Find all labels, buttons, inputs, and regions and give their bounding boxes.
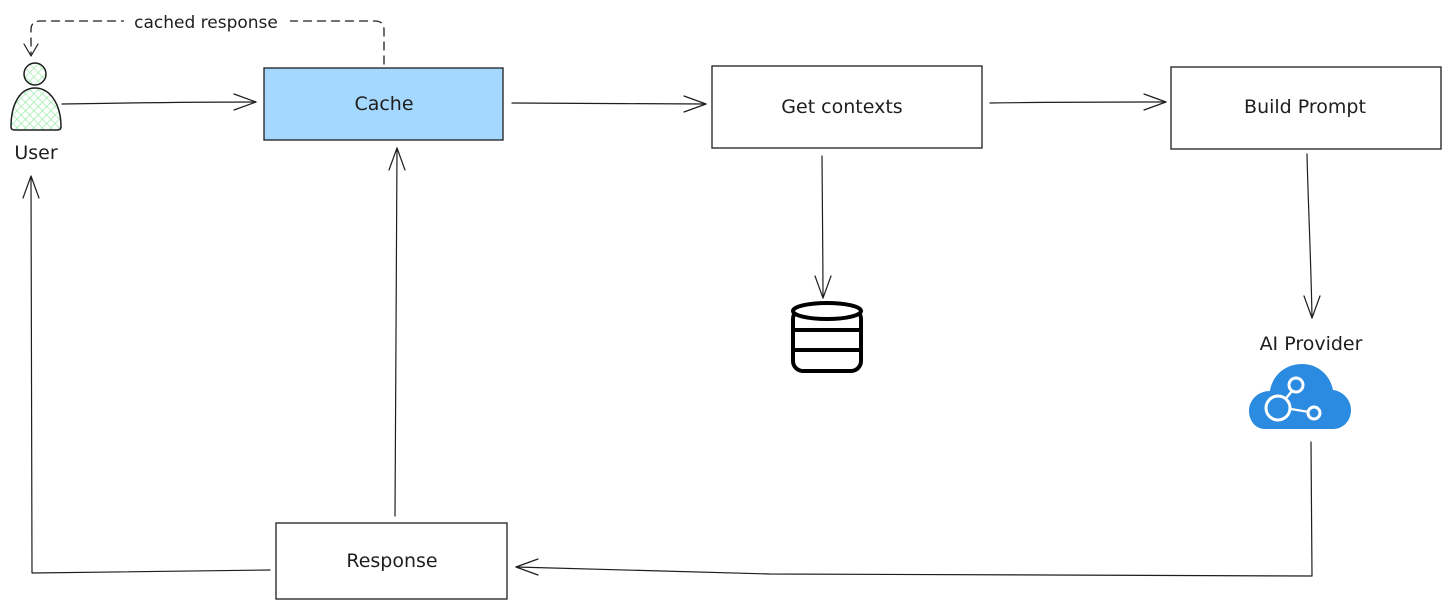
node-user: User [10, 62, 62, 164]
cloud-network-icon [1249, 364, 1351, 429]
edge-get-contexts-to-build-prompt [989, 93, 1167, 111]
edge-cache-to-get-contexts [511, 95, 707, 113]
node-build-prompt: Build Prompt [1170, 66, 1442, 150]
node-response: Response [275, 522, 508, 600]
node-database [791, 301, 863, 373]
get-contexts-label: Get contexts [781, 96, 902, 118]
edge-label-cached-response: cached response [134, 13, 278, 33]
build-prompt-label: Build Prompt [1244, 96, 1366, 118]
user-actor-icon [10, 62, 62, 131]
edge-build-prompt-to-ai-provider [1303, 153, 1321, 319]
edge-response-to-cache [388, 147, 406, 517]
edges: cached response [22, 10, 1321, 577]
cache-label: Cache [354, 93, 413, 115]
user-label: User [14, 142, 57, 164]
node-cache: Cache [263, 67, 504, 141]
edge-response-to-user [22, 175, 271, 574]
edge-get-contexts-to-database [814, 155, 832, 299]
node-get-contexts: Get contexts [711, 65, 983, 149]
edge-user-to-cache [61, 93, 257, 111]
database-icon [791, 301, 863, 373]
edge-ai-provider-to-response [515, 441, 1313, 577]
ai-provider-label: AI Provider [1260, 333, 1363, 355]
response-label: Response [346, 550, 437, 572]
node-ai-provider: AI Provider [1249, 333, 1363, 429]
edge-cached-response: cached response [23, 10, 385, 65]
